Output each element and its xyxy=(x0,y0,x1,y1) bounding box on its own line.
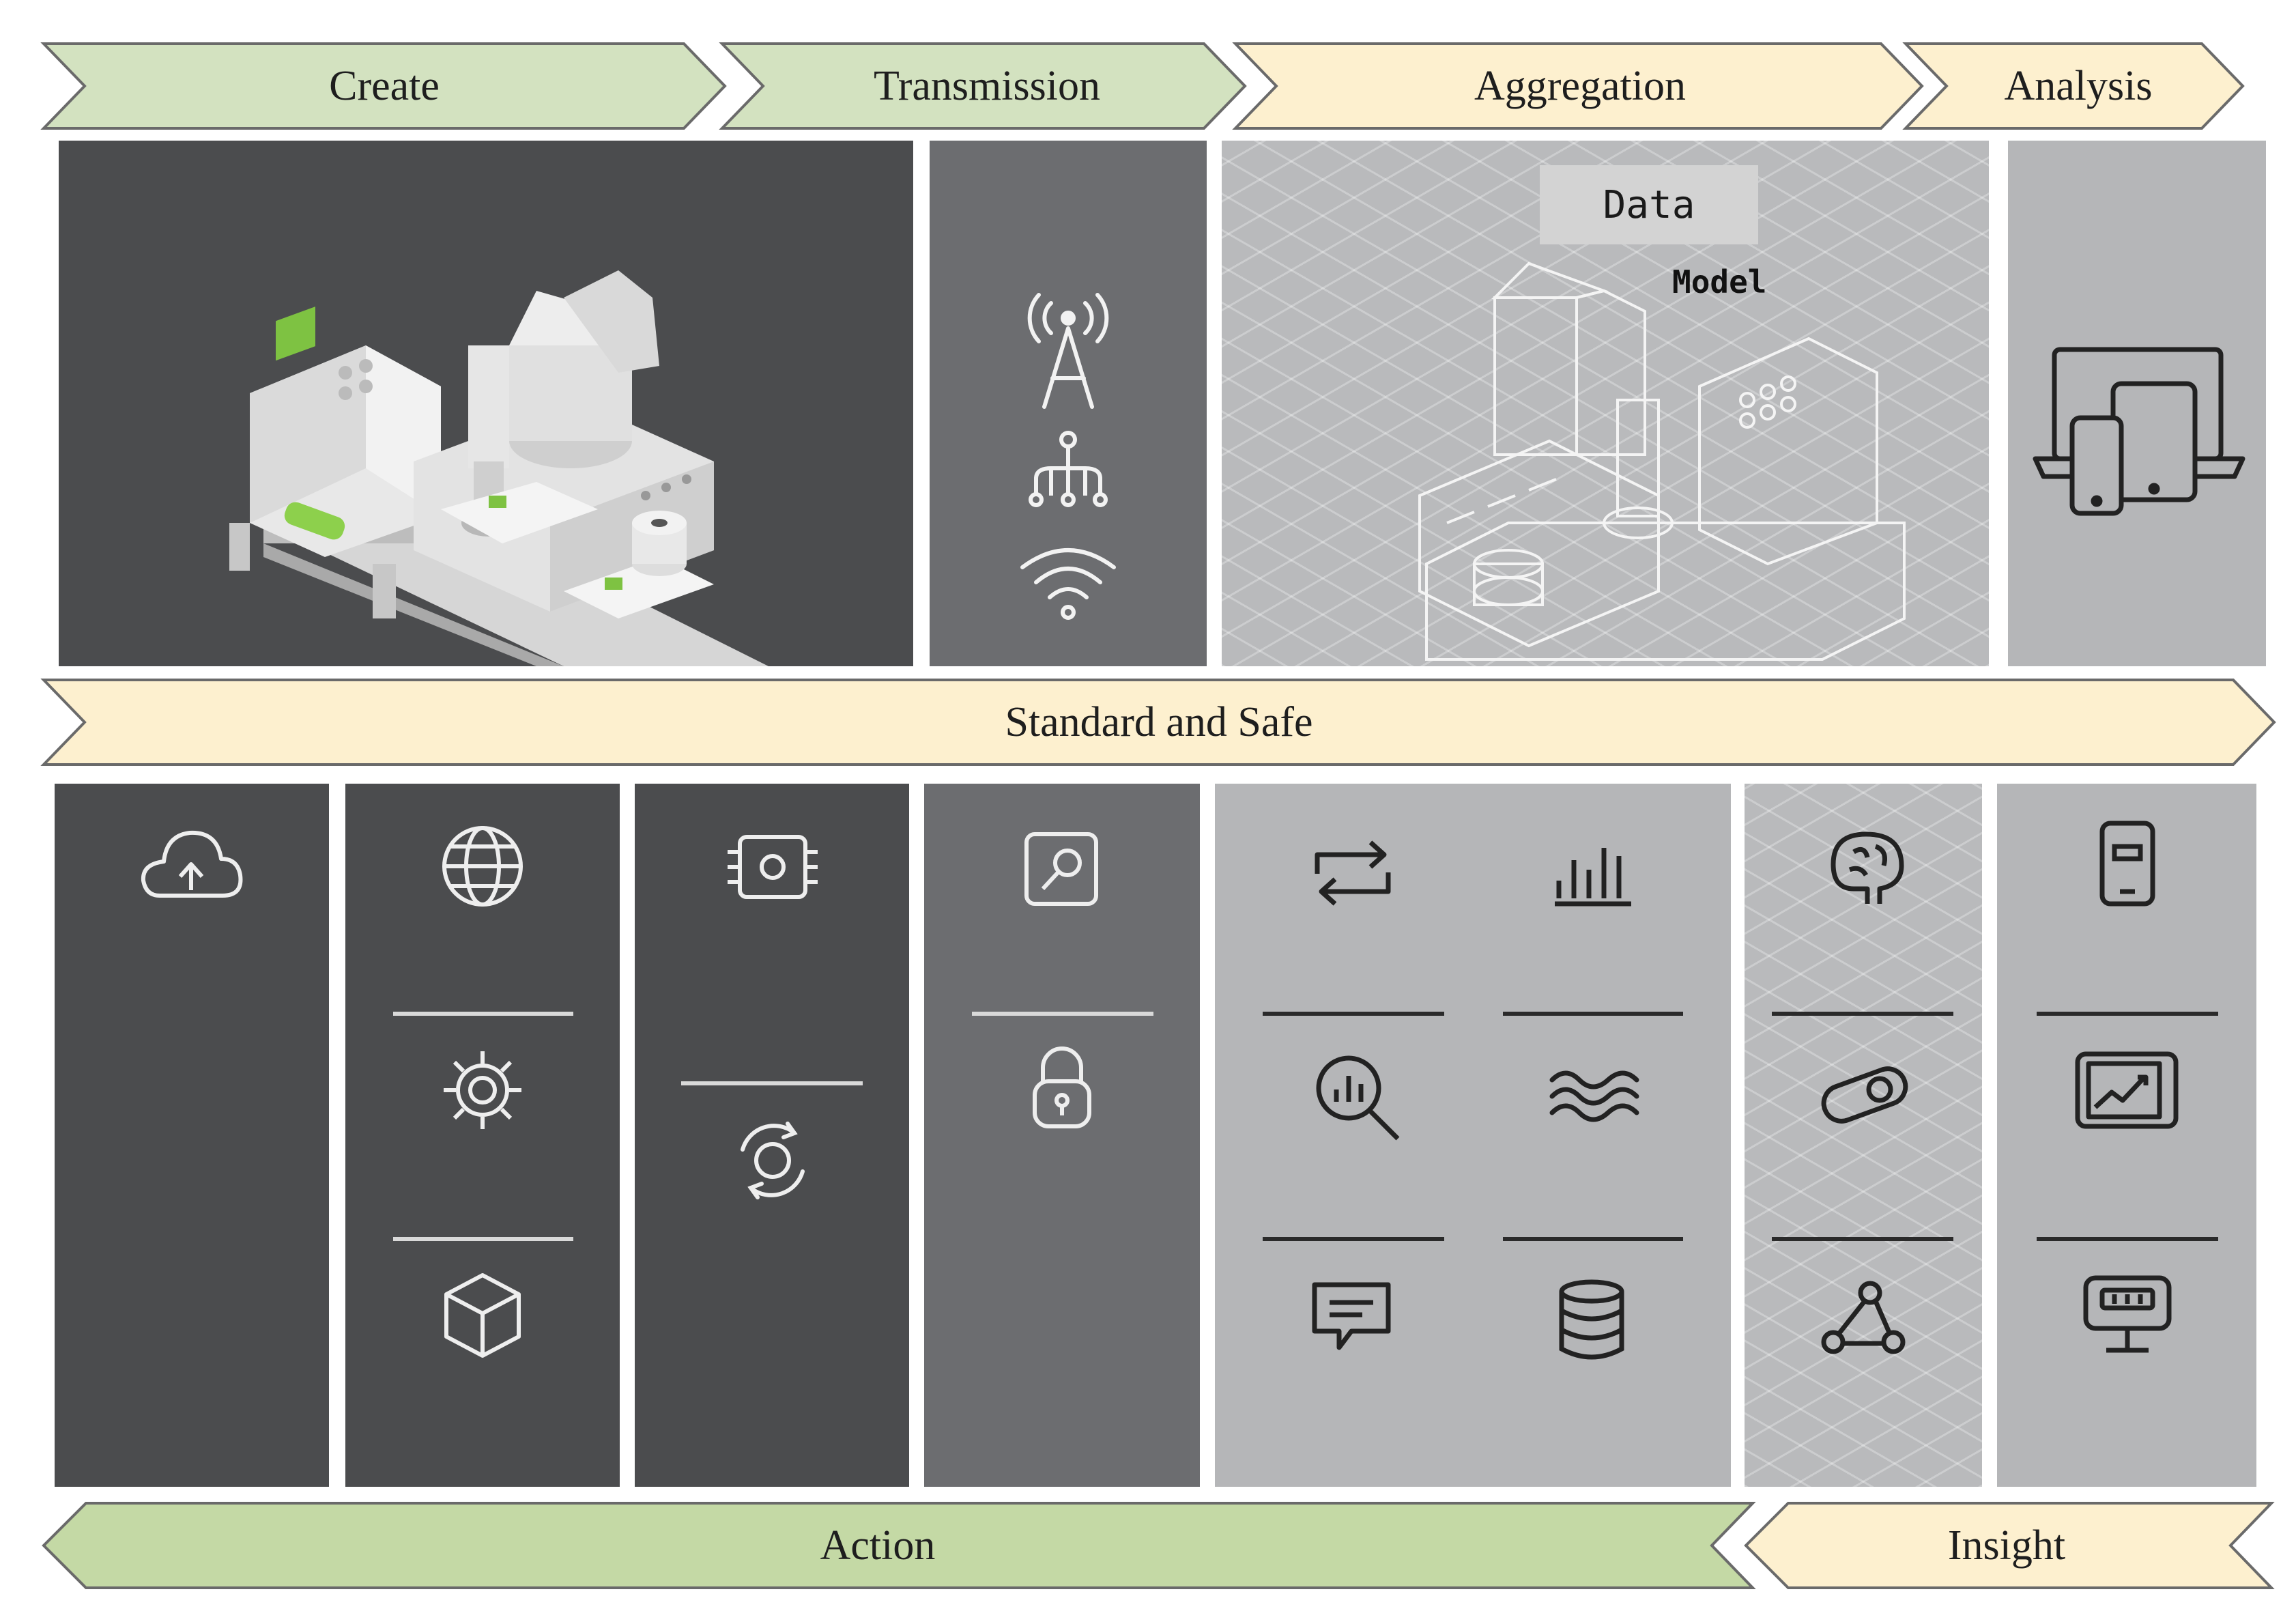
data-label-box: Data xyxy=(1540,165,1758,244)
monitor-icon xyxy=(2083,1275,2172,1353)
chat-icon xyxy=(1312,1282,1391,1350)
model-label: Model xyxy=(1672,263,1767,300)
action-label: Action xyxy=(820,1522,936,1569)
cell-tower-icon xyxy=(1027,293,1109,409)
transmission-panel xyxy=(930,141,1207,666)
swap-arrows-icon xyxy=(1315,840,1391,906)
stage-label-analysis: Analysis xyxy=(2004,62,2153,109)
stage-label-transmission: Transmission xyxy=(874,62,1100,109)
stage-arrow-transmission xyxy=(719,42,1247,130)
analysis-panel xyxy=(2008,141,2266,666)
divider xyxy=(1263,1237,1444,1241)
search-square-icon xyxy=(1024,832,1098,906)
divider xyxy=(393,1237,573,1241)
aggregation-panel: Data Model xyxy=(1222,141,1989,666)
lower-column-2 xyxy=(345,784,620,1487)
wifi-icon xyxy=(1020,548,1116,620)
brain-icon xyxy=(1831,831,1904,904)
globe-icon xyxy=(442,826,523,907)
cloud-upload-icon xyxy=(141,830,243,898)
divider xyxy=(1772,1012,1953,1016)
divider xyxy=(972,1012,1153,1016)
stage-arrow-aggregation xyxy=(1232,42,1924,130)
gear-icon xyxy=(444,1051,521,1129)
multi-device-icon xyxy=(2033,347,2245,516)
stage-label-aggregation: Aggregation xyxy=(1474,62,1686,109)
lower-column-1 xyxy=(55,784,329,1487)
stage-arrow-analysis xyxy=(1902,42,2245,130)
stage-label-create: Create xyxy=(329,62,440,109)
lower-column-4 xyxy=(924,784,1200,1487)
machine-wireframe-illustration xyxy=(1418,261,1906,661)
create-panel xyxy=(59,141,913,666)
lock-icon xyxy=(1033,1046,1091,1128)
action-arrow xyxy=(42,1502,1756,1589)
divider xyxy=(2037,1237,2218,1241)
lower-column-3 xyxy=(635,784,909,1487)
divider xyxy=(393,1012,573,1016)
waves-icon xyxy=(1549,1070,1639,1122)
network-hierarchy-icon xyxy=(1029,431,1108,507)
divider xyxy=(2037,1012,2218,1016)
lower-column-7 xyxy=(1997,784,2256,1487)
magnify-chart-icon xyxy=(1316,1055,1400,1141)
share-nodes-icon xyxy=(1821,1281,1906,1354)
divider xyxy=(681,1081,863,1085)
divider xyxy=(1263,1012,1444,1016)
cube-icon xyxy=(444,1273,521,1358)
insight-arrow xyxy=(1744,1502,2275,1589)
bar-chart-icon xyxy=(1555,848,1631,907)
database-icon xyxy=(1559,1279,1624,1360)
stage-arrow-create xyxy=(40,42,727,130)
divider xyxy=(1503,1237,1683,1241)
chip-icon xyxy=(728,835,818,899)
robotic-machine-illustration xyxy=(229,270,769,666)
standard-and-safe-label: Standard and Safe xyxy=(1005,698,1313,745)
link-icon xyxy=(1821,1066,1908,1124)
lower-column-5 xyxy=(1215,784,1731,1487)
divider xyxy=(1772,1237,1953,1241)
mobile-icon xyxy=(2099,821,2155,907)
standard-and-safe-band xyxy=(40,679,2276,766)
refresh-cycle-icon xyxy=(741,1122,805,1199)
divider xyxy=(1503,1012,1683,1016)
lower-column-6 xyxy=(1745,784,1982,1487)
insight-label: Insight xyxy=(1947,1522,2066,1569)
tablet-chart-icon xyxy=(2075,1051,2179,1129)
